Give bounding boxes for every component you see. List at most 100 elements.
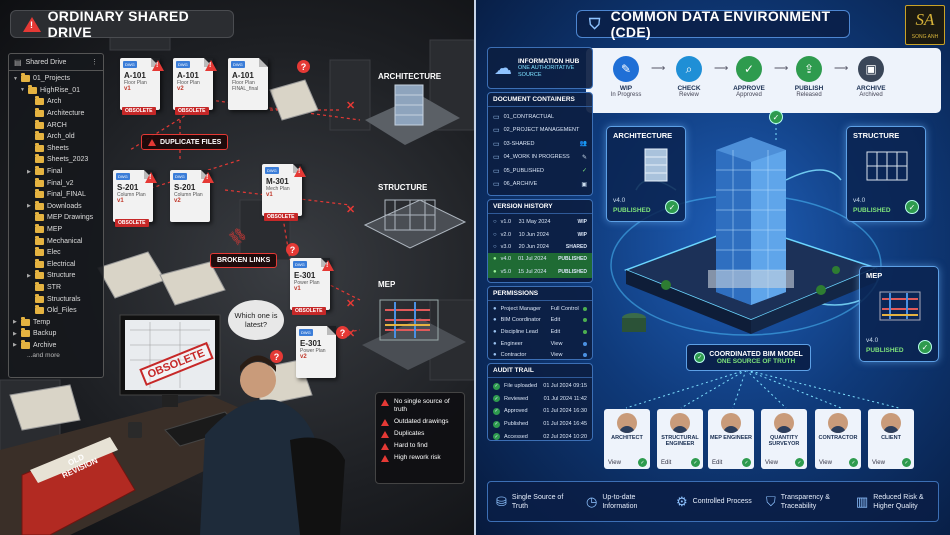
tree-folder-item[interactable]: ▶Final <box>9 166 103 178</box>
more-icon[interactable]: ⋮ <box>91 59 98 66</box>
file-version: v1 <box>124 86 131 92</box>
tree-folder-item[interactable]: ARCH <box>9 119 103 131</box>
dwg-tag: DWG <box>293 261 307 268</box>
tree-folder-item[interactable]: Mechanical <box>9 235 103 247</box>
document-containers-panel: DOCUMENT CONTAINERS ▭01_CONTRACTUAL▭02_P… <box>487 92 593 196</box>
file-name: Column Plan <box>174 192 203 198</box>
tree-folder-item[interactable]: ▶Structure <box>9 270 103 282</box>
approve-check-icon: ✓ <box>769 110 783 124</box>
tree-folder-item[interactable]: Sheets <box>9 142 103 155</box>
audit-action: Reviewed <box>504 395 529 402</box>
tree-folder-item[interactable]: ▼HighRise_01 <box>9 84 103 97</box>
folder-icon <box>21 73 30 83</box>
file-code: S-201 <box>174 183 196 192</box>
tree-header: ▤ Shared Drive ⋮ <box>9 54 103 71</box>
file-version: v2 <box>300 354 307 360</box>
check-icon: ✓ <box>742 458 751 467</box>
caret-icon[interactable]: ▶ <box>27 203 31 210</box>
avatar <box>670 413 690 433</box>
container-item[interactable]: ▭06_ARCHIVE▣ <box>488 178 592 192</box>
tree-folder-item[interactable]: MEP Drawings <box>9 212 103 224</box>
tree-folder-item[interactable]: ▶Downloads <box>9 200 103 213</box>
folder-icon <box>35 270 44 280</box>
caret-icon[interactable]: ▼ <box>13 75 18 82</box>
benefit-icon: ⛉ <box>766 494 776 509</box>
tree-folder-label: Backup <box>33 330 57 338</box>
role-name: QUANTITY SURVEYOR <box>768 435 800 447</box>
tree-folder-item[interactable]: Architecture <box>9 108 103 120</box>
caret-icon[interactable]: ▶ <box>27 272 31 279</box>
caret-icon[interactable]: ▶ <box>13 319 17 326</box>
architecture-building <box>365 84 460 145</box>
tree-folder-item[interactable]: ▶Archive <box>9 339 103 352</box>
tree-folder-item[interactable]: Final_FINAL <box>9 189 103 201</box>
audit-check-icon: ✓ <box>493 433 500 441</box>
version-status: PUBLISHED <box>558 256 587 263</box>
tree-folder-item[interactable]: Old_Files <box>9 305 103 317</box>
tree-folder-item[interactable]: STR <box>9 281 103 294</box>
structure-model-card[interactable]: STRUCTURE v4.0 PUBLISHED ✓ <box>846 126 926 222</box>
tree-folder-item[interactable]: Electrical <box>9 258 103 271</box>
x-icon: ✕ <box>346 204 356 216</box>
container-item[interactable]: ▭02_PROJECT MANAGEMENT <box>488 124 592 138</box>
mep-model-card[interactable]: MEP v4.0 PUBLISHED ✓ <box>859 266 939 362</box>
shared-drive-tree[interactable]: ▤ Shared Drive ⋮ ▼01_Projects▼HighRise_0… <box>8 53 104 378</box>
tree-folder-item[interactable]: Final_v2 <box>9 177 103 189</box>
caret-icon[interactable]: ▼ <box>20 87 25 94</box>
tree-folder-item[interactable]: Sheets_2023 <box>9 154 103 166</box>
container-item[interactable]: ▭01_CONTRACTUAL <box>488 110 592 124</box>
tree-folder-item[interactable]: Arch <box>9 96 103 108</box>
tree-folder-item[interactable]: ▶Temp <box>9 316 103 328</box>
tree-folder-item[interactable]: Arch_old <box>9 131 103 143</box>
tree-folder-item[interactable]: Elec <box>9 247 103 259</box>
version-radio-icon: ○ <box>493 231 497 238</box>
role-name: STRUCTURAL ENGINEER <box>661 435 699 447</box>
benefit-item: ⚙Controlled Process <box>668 495 758 508</box>
caret-icon[interactable]: ▶ <box>27 168 31 175</box>
caret-icon[interactable]: ▶ <box>13 342 17 349</box>
tree-folder-item[interactable]: ▼01_Projects <box>9 73 103 85</box>
container-item[interactable]: ▭05_PUBLISHED✓ <box>488 164 592 178</box>
folder-icon: ▭ <box>493 181 500 189</box>
tree-more[interactable]: ...and more <box>27 352 60 360</box>
tree-folder-item[interactable]: ▶ Backup <box>9 328 103 340</box>
version-date: 15 Jul 2024 <box>517 268 547 275</box>
audit-check-icon: ✓ <box>493 420 500 428</box>
audit-check-icon: ✓ <box>493 407 500 415</box>
architecture-model-card[interactable]: ARCHITECTURE v4.0 PUBLISHED ✓ <box>606 126 686 222</box>
caret-icon[interactable]: ▶ <box>13 330 17 337</box>
dwg-tag: DWG <box>173 173 187 180</box>
version-radio-icon: ● <box>493 256 497 263</box>
version-number: v3.0 <box>500 243 512 250</box>
user-icon: ● <box>493 305 497 312</box>
container-item[interactable]: ▭04_WORK IN PROGRESS✎ <box>488 151 592 165</box>
container-item[interactable]: ▭03-SHARED👥 <box>488 137 592 151</box>
tree-folder-item[interactable]: MEP <box>9 224 103 236</box>
tree-folder-item[interactable]: Structurals <box>9 293 103 305</box>
version-date: 31 May 2024 <box>518 219 551 226</box>
obsolete-badge: OBSOLETE <box>264 213 298 221</box>
